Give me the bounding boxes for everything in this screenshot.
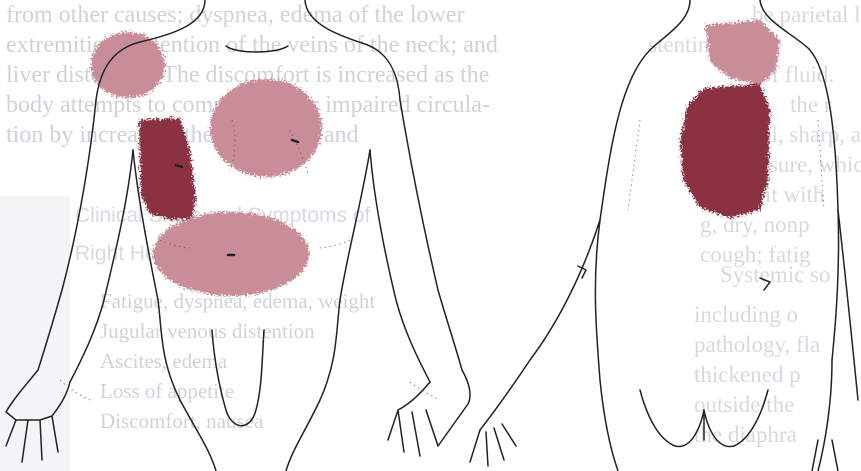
back-right-arm (812, 210, 858, 471)
pain-regions-back (680, 20, 780, 218)
back-right-hip (818, 360, 832, 471)
pain-region-right-upper-quadrant (139, 118, 196, 220)
genital-outline (212, 330, 264, 426)
right-hand (388, 370, 470, 456)
pain-regions-front (91, 32, 322, 296)
left-arm-outer (38, 100, 96, 370)
right-arm-inner (370, 150, 430, 382)
thigh-lines (180, 400, 320, 471)
back-left-side (595, 0, 690, 380)
right-torso-side (320, 150, 370, 400)
right-arm-outer (400, 100, 462, 370)
left-arm-inner (70, 150, 133, 382)
back-body-outline (470, 0, 858, 471)
back-left-hand (470, 424, 516, 466)
back-left-hip (600, 380, 618, 471)
elbow-marks (578, 266, 770, 290)
pain-region-back-flank (680, 84, 770, 218)
left-hand (6, 370, 70, 462)
clavicle-line (226, 46, 288, 52)
pain-region-shoulder-back (705, 20, 780, 85)
back-left-arm (480, 220, 600, 430)
pain-region-chest (210, 79, 322, 177)
right-shoulder-line (305, 0, 400, 100)
pain-region-shoulder-front (91, 32, 165, 98)
